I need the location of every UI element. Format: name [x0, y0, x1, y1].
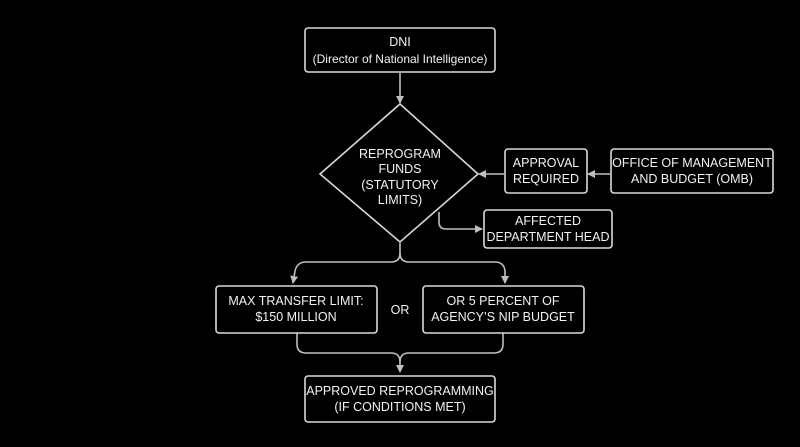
connector-merge-right — [399, 333, 504, 363]
approved-line-2: (IF CONDITIONS MET) — [334, 400, 465, 414]
dni-subtitle: (Director of National Intelligence) — [313, 52, 488, 66]
omb-line-1: OFFICE OF MANAGEMENT — [612, 156, 772, 170]
reprogram-line-4: LIMITS) — [378, 193, 422, 207]
or-label: OR — [391, 303, 410, 317]
node-five-percent-nip-budget: OR 5 PERCENT OF AGENCY’S NIP BUDGET — [422, 285, 585, 334]
node-omb: OFFICE OF MANAGEMENT AND BUDGET (OMB) — [610, 148, 774, 194]
dni-title: DNI — [389, 35, 411, 49]
omb-line-2: AND BUDGET (OMB) — [631, 172, 753, 186]
dept-head-line-1: AFFECTED — [515, 214, 581, 228]
reprogram-line-1: REPROGRAM — [359, 147, 441, 161]
dept-head-line-2: DEPARTMENT HEAD — [487, 230, 610, 244]
node-approved-reprogramming: APPROVED REPROGRAMMING (IF CONDITIONS ME… — [304, 375, 496, 423]
node-approval-required: APPROVAL REQUIRED — [504, 148, 588, 194]
node-dni: DNI (Director of National Intelligence) — [304, 27, 496, 73]
reprogram-line-2: FUNDS — [378, 162, 421, 176]
percent-line-2: AGENCY’S NIP BUDGET — [431, 310, 575, 324]
max-limit-line-1: MAX TRANSFER LIMIT: — [228, 294, 363, 308]
node-affected-department-head: AFFECTED DEPARTMENT HEAD — [483, 209, 613, 249]
node-reprogram-funds: REPROGRAM FUNDS (STATUTORY LIMITS) — [318, 102, 480, 244]
approval-line-1: APPROVAL — [513, 156, 580, 170]
percent-line-1: OR 5 PERCENT OF — [447, 294, 560, 308]
max-limit-line-2: $150 MILLION — [255, 310, 336, 324]
approved-line-1: APPROVED REPROGRAMMING — [306, 384, 494, 398]
node-max-transfer-limit: MAX TRANSFER LIMIT: $150 MILLION — [215, 285, 378, 334]
reprogram-line-3: (STATUTORY — [361, 178, 439, 192]
connector-reprogram-to-dept-head — [438, 212, 483, 233]
connector-split-right — [399, 252, 509, 284]
approval-line-2: REQUIRED — [513, 172, 579, 186]
connector-split-left — [290, 243, 401, 284]
connector-merge-left — [296, 333, 404, 373]
